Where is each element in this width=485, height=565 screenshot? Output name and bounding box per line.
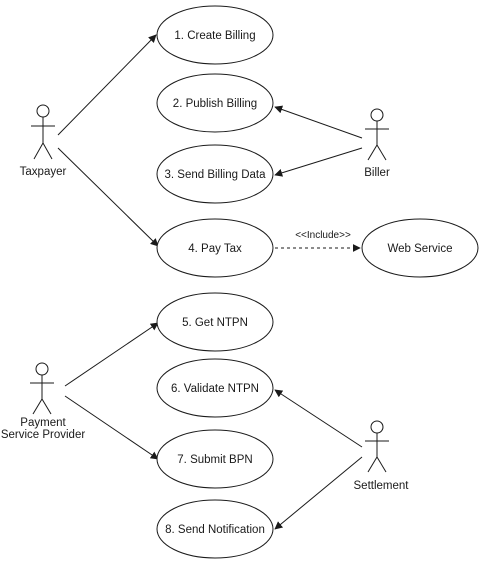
association-psp-get-ntpn bbox=[64, 322, 159, 387]
actor-label-line-1: Payment bbox=[20, 417, 66, 429]
use-case-web-service: Web Service bbox=[361, 218, 479, 278]
association-settlement-validate-ntpn bbox=[274, 389, 363, 448]
actor-label: Settlement bbox=[354, 480, 410, 492]
actor-label: Taxpayer bbox=[20, 166, 67, 178]
use-case-label: 5. Get NTPN bbox=[182, 317, 248, 329]
association-settlement-send-notification bbox=[274, 456, 363, 530]
use-case-create-billing: 1. Create Billing bbox=[156, 5, 274, 65]
include-stereotype-label: <<Include>> bbox=[295, 230, 351, 241]
use-case-get-ntpn: 5. Get NTPN bbox=[156, 292, 274, 352]
stick-figure-icon bbox=[31, 104, 55, 160]
association-biller-send-billing-data bbox=[274, 147, 363, 177]
stick-figure-icon bbox=[30, 362, 54, 415]
actor-settlement: Settlement bbox=[354, 420, 410, 492]
association-taxpayer-create-billing bbox=[57, 34, 157, 136]
stick-figure-icon bbox=[365, 420, 389, 473]
actor-biller: Biller bbox=[364, 108, 390, 179]
association-psp-submit-bpn bbox=[64, 395, 159, 460]
use-case-label: 1. Create Billing bbox=[174, 30, 255, 42]
actor-label-line-2: Service Provider bbox=[1, 429, 86, 441]
association-biller-publish-billing bbox=[274, 105, 363, 139]
use-case-label: Web Service bbox=[388, 243, 453, 255]
use-case-validate-ntpn: 6. Validate NTPN bbox=[156, 358, 274, 418]
use-case-publish-billing: 2. Publish Billing bbox=[156, 73, 274, 133]
associations bbox=[57, 34, 363, 530]
use-case-label: 2. Publish Billing bbox=[173, 98, 257, 110]
use-case-label: 8. Send Notification bbox=[165, 524, 265, 536]
use-case-label: 3. Send Billing Data bbox=[164, 169, 266, 181]
use-case-submit-bpn: 7. Submit BPN bbox=[156, 429, 274, 489]
use-case-label: 6. Validate NTPN bbox=[171, 383, 259, 395]
stick-figure-icon bbox=[365, 108, 389, 161]
use-case-send-notification: 8. Send Notification bbox=[156, 499, 274, 559]
actor-payment-service-provider: Payment Service Provider bbox=[1, 362, 86, 441]
actor-label: Biller bbox=[364, 167, 390, 179]
actor-taxpayer: Taxpayer bbox=[20, 104, 67, 178]
use-case-label: 7. Submit BPN bbox=[177, 454, 252, 466]
use-case-pay-tax: 4. Pay Tax bbox=[156, 218, 274, 278]
association-taxpayer-pay-tax bbox=[57, 147, 159, 247]
use-case-send-billing-data: 3. Send Billing Data bbox=[156, 144, 274, 204]
use-case-label: 4. Pay Tax bbox=[188, 243, 242, 255]
